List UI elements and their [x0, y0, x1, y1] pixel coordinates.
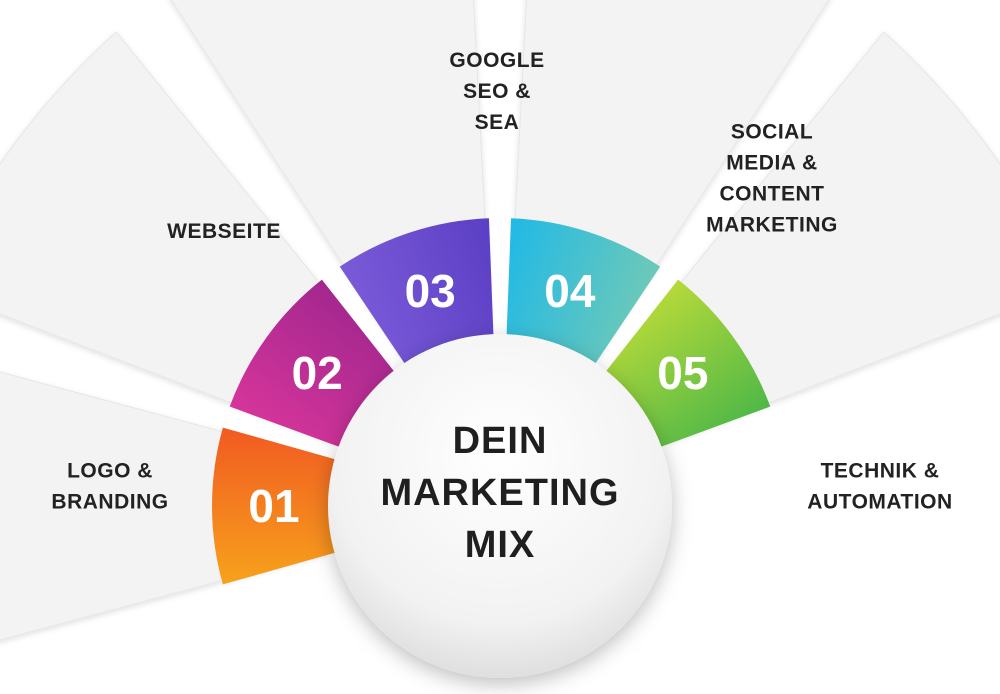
segment-number-01: 01 [248, 480, 299, 532]
center-line-1: DEIN [453, 420, 548, 462]
segment-label-05-line-2: AUTOMATION [807, 491, 952, 514]
segment-label-01-line-1: LOGO & [67, 460, 153, 483]
segment-arcs [212, 218, 771, 585]
segment-label-01-line-2: BRANDING [51, 491, 168, 514]
segment-arc-03 [339, 218, 494, 374]
segment-label-05-line-1: TECHNIK & [821, 460, 940, 483]
segment-number-03: 03 [405, 265, 456, 317]
segment-label-03-line-1: GOOGLE [449, 49, 544, 72]
segment-label-04-line-4: MARKETING [706, 214, 838, 237]
segment-label-04-line-2: MEDIA & [726, 152, 817, 175]
segment-label-03-line-2: SEO & [463, 80, 531, 103]
segment-label-04-line-3: CONTENT [720, 183, 825, 206]
segment-arc-01 [212, 427, 347, 585]
center-disc [328, 334, 672, 678]
segment-arc-04 [506, 218, 661, 374]
center-line-2: MARKETING [380, 472, 619, 514]
segment-arc-05 [598, 279, 771, 451]
segment-label-02-line-1: WEBSEITE [167, 220, 281, 243]
segment-arc-02 [229, 279, 402, 451]
center-circle: DEIN MARKETING MIX [328, 334, 672, 678]
segment-number-02: 02 [292, 347, 343, 399]
segment-number-04: 04 [544, 265, 596, 317]
segment-label-03-line-3: SEA [475, 111, 520, 134]
segment-labels: 01 LOGO & BRANDING 02 WEBSEITE 03 GOOGLE SEO & S… [51, 49, 952, 532]
center-line-3: MIX [465, 524, 536, 566]
segment-label-04-line-1: SOCIAL [731, 121, 813, 144]
segment-number-05: 05 [657, 347, 708, 399]
